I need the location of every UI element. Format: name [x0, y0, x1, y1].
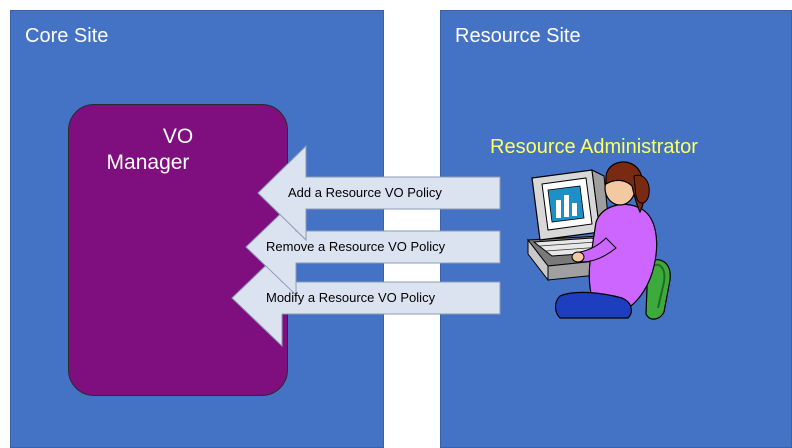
resource-site-panel: Resource Site — [440, 10, 792, 448]
add-policy-arrow — [257, 144, 501, 242]
core-site-title: Core Site — [25, 25, 109, 47]
vo-manager-label-line1: VO — [162, 125, 194, 148]
resource-administrator-title: Resource Administrator — [490, 136, 698, 158]
remove-policy-label: Remove a Resource VO Policy — [266, 239, 446, 254]
add-policy-label: Add a Resource VO Policy — [288, 185, 442, 200]
modify-policy-label: Modify a Resource VO Policy — [266, 290, 436, 305]
resource-site-title: Resource Site — [455, 25, 581, 47]
vo-manager-label-line2: Manager — [106, 151, 190, 174]
